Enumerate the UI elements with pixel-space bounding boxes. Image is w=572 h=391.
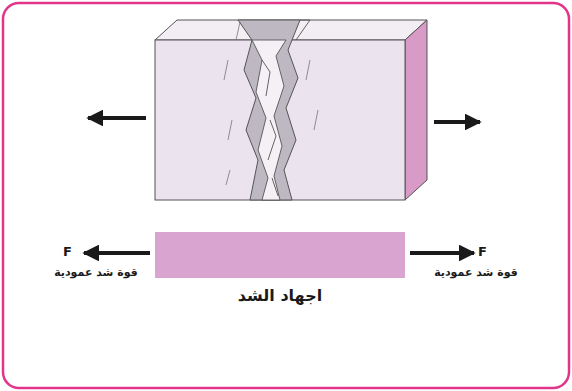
tension-arrow	[88, 116, 146, 120]
force-arrow	[410, 251, 474, 255]
cracked-block	[155, 20, 427, 200]
force-symbol: F	[478, 244, 487, 260]
force-caption: قوة شد عمودية	[54, 266, 138, 279]
frame	[3, 3, 569, 388]
diagram-caption: اجهاد الشد	[238, 286, 322, 305]
stress-band	[155, 232, 405, 278]
tension-arrow	[434, 120, 480, 124]
force-symbol: F	[63, 244, 72, 260]
force-caption: قوة شد عمودية	[434, 266, 518, 279]
force-arrow	[84, 251, 150, 255]
